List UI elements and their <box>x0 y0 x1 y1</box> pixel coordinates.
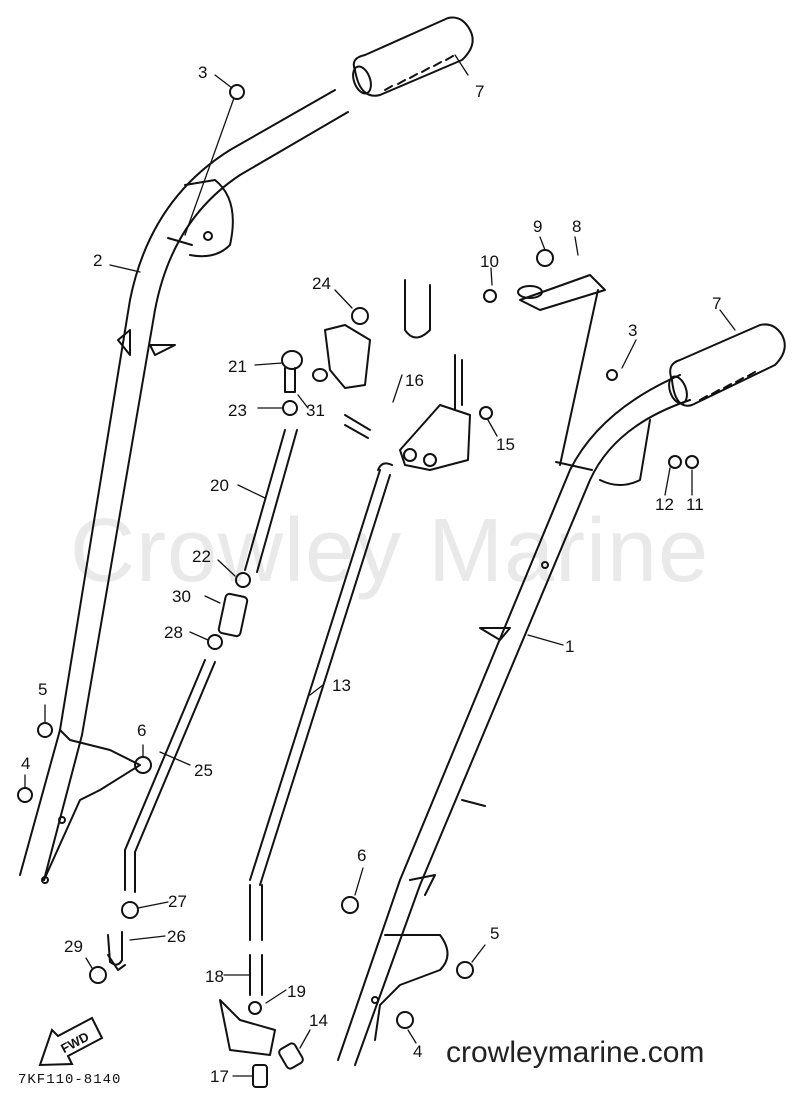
callout-22: 22 <box>192 547 211 566</box>
fitting-part-26 <box>107 931 126 971</box>
callout-7: 7 <box>712 294 722 313</box>
fwd-indicator: FWD <box>38 1024 106 1064</box>
callout-26: 26 <box>167 927 186 946</box>
callout-4: 4 <box>413 1042 423 1061</box>
leader-lines <box>24 54 736 1077</box>
callout-4: 4 <box>21 754 31 773</box>
upper-fittings <box>281 279 431 393</box>
fwd-arrow-icon <box>38 1016 104 1067</box>
fasteners <box>17 84 699 1029</box>
rod-part-20 <box>244 429 298 573</box>
callout-31: 31 <box>306 401 325 420</box>
drawing-code: 7KF110-8140 <box>18 1072 122 1088</box>
sleeve-part-30 <box>217 592 249 638</box>
callout-6: 6 <box>137 721 147 740</box>
callout-3: 3 <box>628 321 638 340</box>
callout-1: 1 <box>565 637 575 656</box>
callout-3: 3 <box>198 63 208 82</box>
callout-16: 16 <box>405 371 424 390</box>
callout-7: 7 <box>475 82 485 101</box>
lever-plate <box>344 354 471 471</box>
callout-11: 11 <box>686 495 704 514</box>
callout-20: 20 <box>210 476 229 495</box>
callout-28: 28 <box>164 623 183 642</box>
lower-linkage <box>219 954 304 1088</box>
rod-part-25 <box>124 659 216 893</box>
callout-15: 15 <box>496 435 515 454</box>
callout-25: 25 <box>194 761 213 780</box>
left-handlebar-part-2 <box>19 89 349 884</box>
watermark-text: Crowley Marine <box>70 501 710 601</box>
callout-12: 12 <box>655 495 674 514</box>
fwd-label: FWD <box>58 1028 92 1057</box>
callout-6: 6 <box>357 846 367 865</box>
rod-part-13 <box>249 462 393 941</box>
callout-17: 17 <box>210 1067 229 1086</box>
callout-27: 27 <box>168 892 187 911</box>
callout-14: 14 <box>309 1011 328 1030</box>
callout-8: 8 <box>572 217 582 236</box>
callout-19: 19 <box>287 982 306 1001</box>
bracket-part-8 <box>517 274 606 466</box>
callout-24: 24 <box>312 274 331 293</box>
left-grip-part-7 <box>352 16 474 97</box>
right-handlebar-part-1 <box>337 374 691 1066</box>
callout-29: 29 <box>64 937 83 956</box>
callout-13: 13 <box>332 676 351 695</box>
callout-21: 21 <box>228 357 247 376</box>
callout-2: 2 <box>93 251 103 270</box>
right-grip-part-7 <box>668 323 786 407</box>
callout-30: 30 <box>172 587 191 606</box>
website-link[interactable]: crowleymarine.com <box>446 1036 705 1069</box>
callout-23: 23 <box>228 401 247 420</box>
callout-18: 18 <box>205 967 224 986</box>
callout-5: 5 <box>38 680 48 699</box>
callout-5: 5 <box>490 924 500 943</box>
callout-10: 10 <box>480 252 499 271</box>
callout-9: 9 <box>533 217 543 236</box>
